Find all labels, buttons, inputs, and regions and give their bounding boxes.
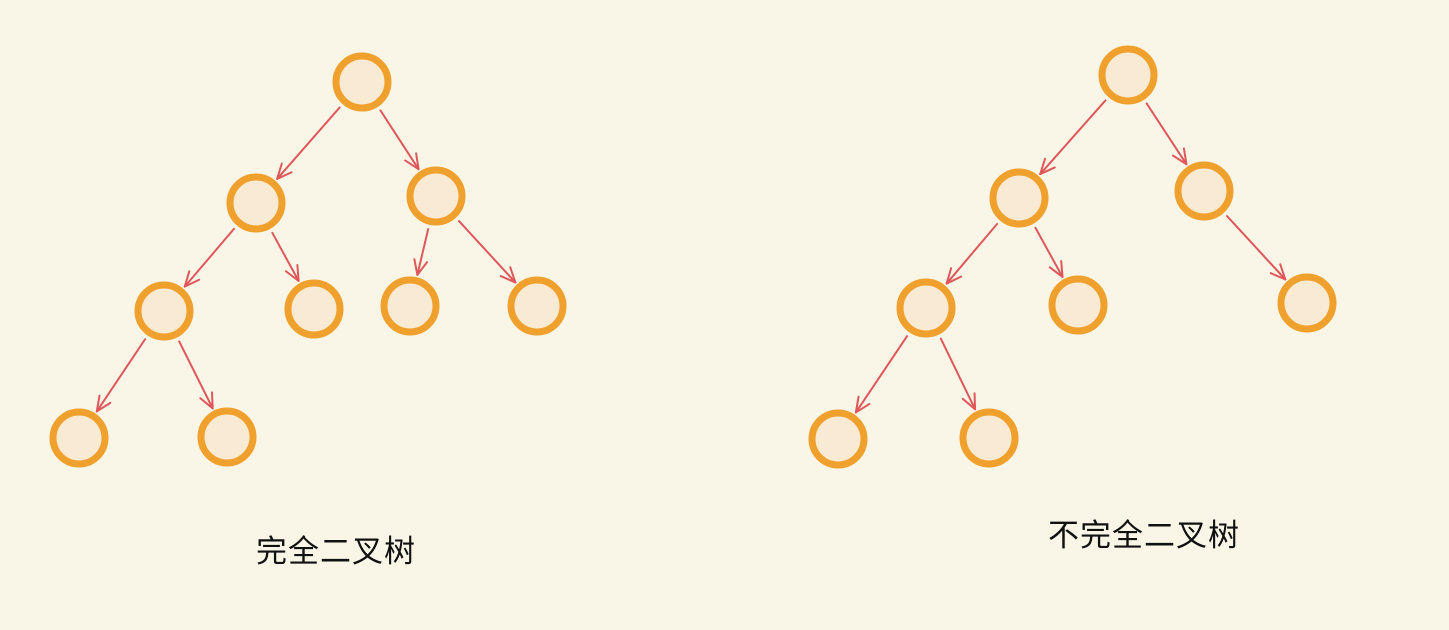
tree-node-complete-rl [380,276,440,336]
tree-node-incomplete-r [1174,161,1234,221]
tree-node-complete-ll [134,281,194,341]
edge-arrow-complete-ll-lll [95,338,147,413]
edge-arrow-complete-l-ll [183,227,235,288]
tree-node-incomplete-root [1098,45,1158,105]
edge-arrow-complete-r-rl [413,228,430,276]
complete-tree-caption: 完全二叉树 [256,534,416,570]
edge-arrow-incomplete-root-l [1039,99,1107,176]
incomplete-tree-caption: 不完全二叉树 [1048,518,1240,554]
edge-arrow-complete-ll-llr [178,340,214,410]
tree-node-complete-lll [49,408,109,468]
edge-arrow-incomplete-r-rr [1226,215,1287,281]
nodes-layer [49,45,1337,469]
tree-node-complete-llr [197,407,257,467]
tree-node-incomplete-lr [1048,275,1108,335]
tree-node-incomplete-lll [808,409,868,469]
tree-node-incomplete-rr [1277,273,1337,333]
tree-node-complete-lr [284,279,344,339]
tree-node-complete-root [332,52,392,112]
edge-arrow-incomplete-l-ll [945,222,999,285]
tree-node-incomplete-l [989,168,1049,228]
tree-node-incomplete-llr [959,408,1019,468]
tree-node-complete-r [406,166,466,226]
edge-arrow-incomplete-root-r [1145,102,1188,166]
tree-node-complete-rr [507,276,567,336]
edge-arrow-complete-root-l [276,106,341,180]
edge-arrow-complete-root-r [379,109,420,171]
edge-arrow-incomplete-ll-llr [939,337,977,411]
edge-arrow-incomplete-l-lr [1034,226,1064,278]
tree-node-complete-l [226,173,286,233]
edge-arrow-complete-r-rr [457,220,517,284]
edge-arrow-complete-l-lr [271,231,300,282]
tree-node-incomplete-ll [896,278,956,338]
edge-arrow-incomplete-ll-lll [854,335,909,414]
edges-layer [95,99,1287,414]
